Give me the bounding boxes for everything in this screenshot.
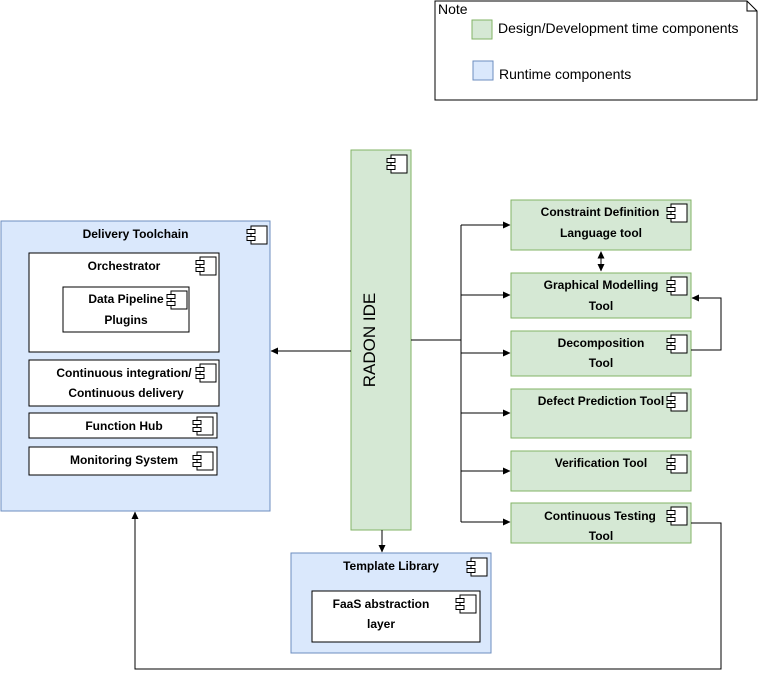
ci-cd-label-line2: Continuous delivery: [68, 386, 184, 400]
tool-graphical-modelling: Graphical Modelling Tool: [510, 272, 692, 319]
ci-cd-label-line1: Continuous integration/: [56, 366, 192, 380]
defect-label: Defect Prediction Tool: [538, 394, 664, 408]
edge-testing-to-delivery: [131, 511, 722, 670]
monitoring-label: Monitoring System: [70, 453, 178, 467]
testing-label-line1: Continuous Testing: [544, 509, 656, 523]
tool-constraint-definition: Constraint Definition Language tool: [510, 199, 692, 251]
tool-defect-prediction: Defect Prediction Tool: [510, 388, 692, 439]
function-hub-label: Function Hub: [85, 419, 162, 433]
ci-cd: Continuous integration/ Continuous deliv…: [28, 359, 220, 407]
data-pipeline-plugins: Data Pipeline Plugins: [62, 286, 190, 333]
legend-note: Note Design/Development time components …: [434, 0, 758, 101]
edge-decomposition-to-graphical: [691, 294, 722, 351]
decomposition-label-line1: Decomposition: [558, 336, 645, 350]
graphical-label-line1: Graphical Modelling: [544, 278, 659, 292]
data-pipeline-label-line1: Data Pipeline: [88, 292, 164, 306]
connectors: [131, 221, 722, 670]
constraint-label-line2: Language tool: [560, 226, 642, 240]
tool-verification: Verification Tool: [510, 450, 692, 492]
tool-continuous-testing: Continuous Testing Tool: [510, 502, 692, 544]
legend-runtime-label: Runtime components: [499, 66, 631, 82]
tool-decomposition: Decomposition Tool: [510, 330, 692, 377]
legend-design-label: Design/Development time components: [498, 20, 738, 36]
graphical-label-line2: Tool: [589, 299, 613, 313]
faas-label-line2: layer: [367, 617, 395, 631]
monitoring-system: Monitoring System: [28, 446, 218, 476]
delivery-toolchain-title: Delivery Toolchain: [83, 227, 189, 241]
note-title: Note: [438, 1, 468, 17]
orchestrator: Orchestrator Data Pipeline Plugins: [28, 252, 220, 353]
faas-label-line1: FaaS abstraction: [333, 597, 430, 611]
delivery-toolchain: Delivery Toolchain Orchestrator Data Pip…: [0, 220, 271, 512]
data-pipeline-label-line2: Plugins: [104, 313, 148, 327]
radon-ide: RADON IDE: [350, 149, 412, 531]
constraint-label-line1: Constraint Definition: [541, 205, 660, 219]
decomposition-label-line2: Tool: [589, 356, 613, 370]
legend-design-swatch: [471, 19, 493, 40]
template-library: Template Library FaaS abstraction layer: [290, 552, 492, 654]
radon-ide-label: RADON IDE: [360, 293, 379, 387]
faas-abstraction-layer: FaaS abstraction layer: [311, 590, 481, 643]
template-library-title: Template Library: [343, 559, 439, 573]
orchestrator-label: Orchestrator: [88, 259, 161, 273]
verification-label: Verification Tool: [555, 456, 647, 470]
function-hub: Function Hub: [28, 412, 218, 439]
testing-label-line2: Tool: [589, 529, 613, 543]
legend-runtime-swatch: [472, 60, 494, 81]
